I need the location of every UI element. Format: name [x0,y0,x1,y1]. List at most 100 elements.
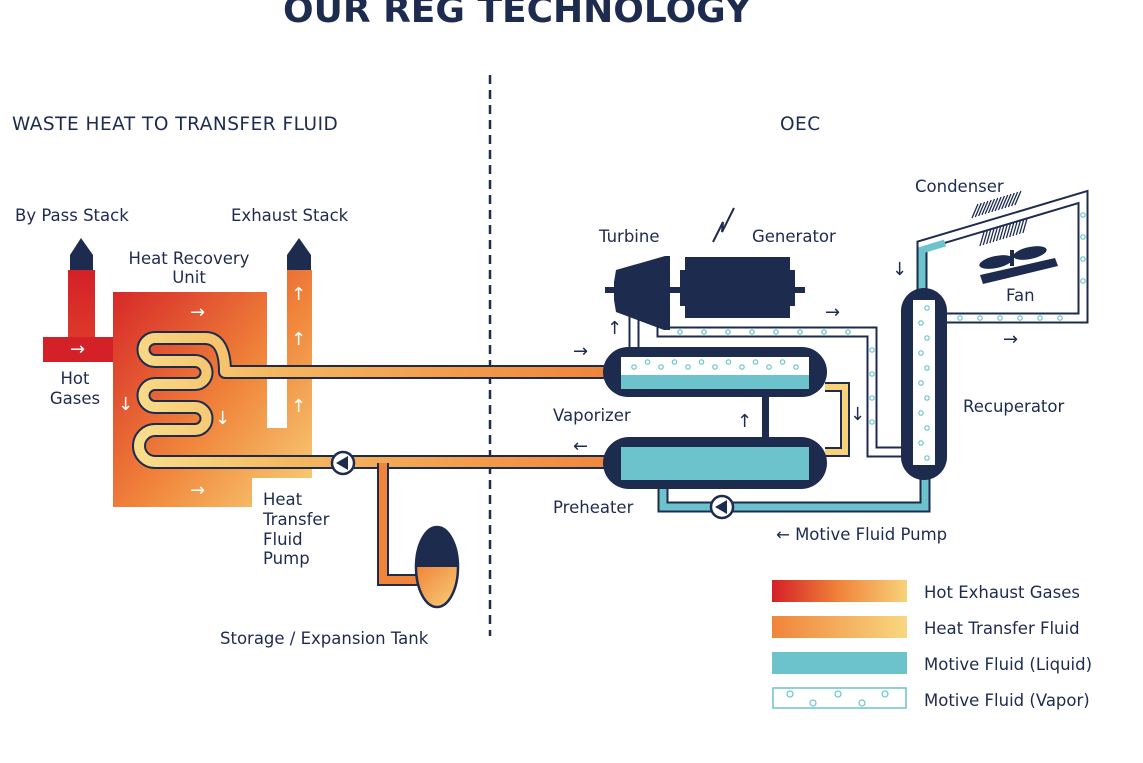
vapor-bubble [924,365,930,371]
label-htf-pump-4: Pump [263,549,310,568]
legend-swatch-transfer-fluid [772,616,907,638]
label-preheater: Preheater [553,498,634,517]
vapor-bubble [766,364,772,370]
vapor-bubble [1017,315,1023,321]
svg-text:↓: ↓ [850,404,865,425]
vapor-bubble [685,364,691,370]
legend-swatch-vapor [772,687,907,709]
legend-swatch-hot-gases [772,580,907,602]
label-vaporizer: Vaporizer [553,406,631,425]
fan-icon [979,246,1058,284]
flow-arrows: → ↑ ← ↑ ↓ → ↓ → [573,259,1018,457]
label-hru-1: Heat Recovery [129,249,250,268]
vapor-bubble [1080,234,1086,240]
right-arrow-icon: → [70,339,85,360]
vapor-bubble [698,359,705,365]
vapor-bubble [631,364,637,370]
vapor-bubble [924,425,930,431]
vapor-bubble [725,359,732,365]
vapor-bubble [701,329,707,335]
label-condenser: Condenser [915,177,1004,196]
legend-label-hot-gases: Hot Exhaust Gases [924,583,1080,602]
label-hru-2: Unit [172,268,206,287]
vapor-bubble [977,315,983,321]
vapor-bubble [918,410,924,416]
exhaust-up-arrow-icon [287,238,311,270]
heat-recovery-unit [113,270,312,507]
label-fan: Fan [1006,286,1035,305]
storage-tank [414,525,460,609]
label-motive-fluid-pump: ← Motive Fluid Pump [776,525,947,544]
svg-text:↑: ↑ [291,284,306,305]
vapor-bubble [924,335,930,341]
svg-text:↓: ↓ [118,394,133,415]
svg-text:→: → [190,302,205,323]
vapor-bubble [712,364,718,370]
vapor-bubble [793,364,799,370]
vapor-bubble [779,359,786,365]
label-recuperator: Recuperator [963,397,1064,416]
legend-label-transfer-fluid: Heat Transfer Fluid [924,619,1080,638]
label-htf-pump-2: Transfer [262,510,330,529]
vapor-bubble [821,329,827,335]
vapor-bubble [677,329,683,335]
svg-text:→: → [573,341,588,362]
vapor-bubble [725,329,731,335]
label-hot-1: Hot [61,369,91,388]
vapor-bubble [918,380,924,386]
svg-text:↓: ↓ [215,408,230,429]
label-htf-pump-1: Heat [263,490,303,509]
vapor-bubble [869,419,875,425]
vaporizer [603,347,827,397]
svg-text:→: → [190,480,205,501]
condenser-fins [971,190,1028,247]
preheater [603,437,827,489]
vapor-bubble [644,359,651,365]
vapor-bubble [957,315,963,321]
svg-text:↓: ↓ [892,259,907,280]
svg-text:↑: ↑ [607,318,622,339]
label-storage-tank: Storage / Expansion Tank [220,629,429,648]
up-arrow-icon [70,238,93,270]
vapor-bubble [749,329,755,335]
vapor-bubble [924,455,930,461]
label-bypass-stack: By Pass Stack [15,206,129,225]
vapor-bubble [797,329,803,335]
bypass-stack: → [43,238,118,362]
label-generator: Generator [752,227,836,246]
motive-fluid-pump-icon[interactable] [709,494,735,520]
vapor-bubble [924,395,930,401]
legend: Hot Exhaust Gases Heat Transfer Fluid Mo… [772,580,1092,710]
generator [680,257,795,318]
vapor-bubble [1080,212,1086,218]
vaporizer-preheater-loop [762,382,850,457]
legend-label-liquid: Motive Fluid (Liquid) [924,655,1092,674]
label-htf-pump-3: Fluid [263,530,303,549]
svg-text:←: ← [573,436,588,457]
htf-pump-icon[interactable] [330,450,356,476]
vapor-bubble [869,395,875,401]
vapor-bubble [869,371,875,377]
legend-swatch-liquid [772,652,907,674]
lightning-icon [712,207,735,243]
vapor-bubble [997,315,1003,321]
svg-text:↑: ↑ [291,396,306,417]
vapor-bubble [671,359,678,365]
vapor-bubble [924,305,930,311]
legend-label-vapor: Motive Fluid (Vapor) [924,691,1090,710]
vapor-bubble [739,364,745,370]
label-hot-2: Gases [50,389,100,408]
page-title: OUR REG TECHNOLOGY [283,0,752,31]
vapor-bubble [1057,315,1063,321]
vapor-bubble [1080,256,1086,262]
vapor-bubble [1080,278,1086,284]
vapor-bubble [845,329,851,335]
label-exhaust-stack: Exhaust Stack [231,206,349,225]
vapor-bubble [918,440,924,446]
recuperator [901,288,947,480]
vapor-bubble [918,350,924,356]
vapor-bubble [1037,315,1043,321]
svg-text:→: → [1003,329,1018,350]
